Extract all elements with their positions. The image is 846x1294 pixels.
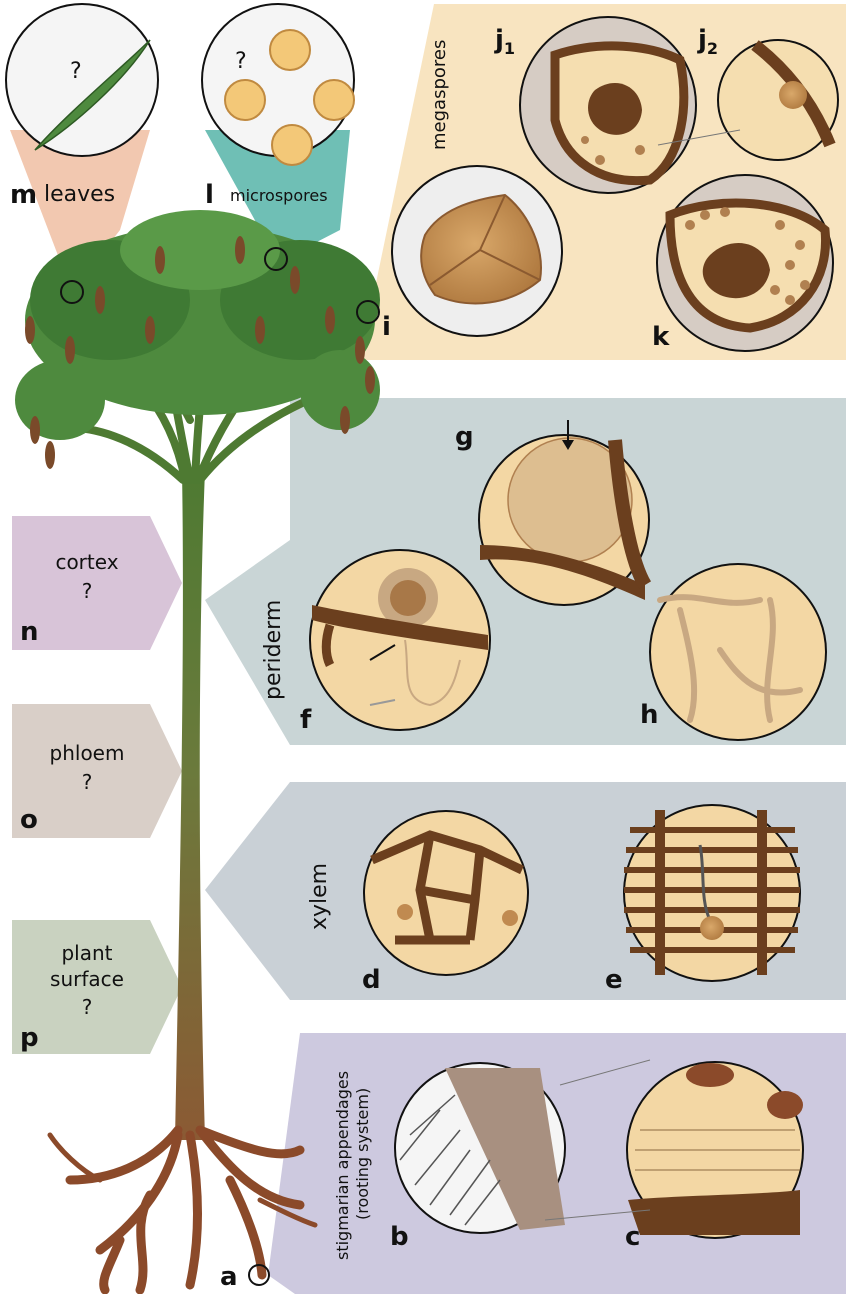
label-xylem: xylem <box>307 863 332 930</box>
leaves-circle <box>6 4 158 156</box>
label-q-surface: ? <box>82 995 93 1019</box>
label-microspores: microspores <box>230 186 328 205</box>
label-i: i <box>382 312 391 342</box>
label-q-cortex: ? <box>82 579 93 603</box>
label-k: k <box>652 322 670 352</box>
label-plant: plant <box>61 941 112 965</box>
label-megaspores: megaspores <box>429 40 450 150</box>
label-periderm: periderm <box>261 600 286 700</box>
megaspore-circle-i <box>392 166 562 336</box>
label-f: f <box>300 705 312 735</box>
label-m: m <box>10 180 37 210</box>
label-stigmarian-1: stigmarian appendages <box>333 1071 352 1260</box>
label-n: n <box>20 617 39 647</box>
label-c: c <box>625 1222 640 1252</box>
rooting-circle-c <box>627 1062 803 1238</box>
label-surface: surface <box>50 967 124 991</box>
periderm-circle-f <box>310 550 490 730</box>
label-g: g <box>455 422 474 452</box>
xylem-circle-e <box>624 805 800 981</box>
label-q-leaves: ? <box>70 59 82 84</box>
label-b: b <box>390 1222 409 1252</box>
label-h: h <box>640 700 659 730</box>
label-stigmarian-2: (rooting system) <box>353 1088 372 1220</box>
label-p: p <box>20 1023 39 1053</box>
xylem-circle-d <box>364 811 528 975</box>
rooting-circle-b <box>395 1063 565 1233</box>
periderm-circle-h <box>650 564 826 740</box>
megaspore-circle-j1 <box>520 17 696 193</box>
label-d: d <box>362 965 381 995</box>
label-phloem: phloem <box>50 741 125 765</box>
label-leaves: leaves <box>44 182 115 207</box>
megaspore-circle-j2 <box>718 40 838 160</box>
label-a: a <box>220 1262 238 1292</box>
label-e: e <box>605 965 623 995</box>
label-q-micro: ? <box>235 49 247 74</box>
label-o: o <box>20 805 38 835</box>
label-q-phloem: ? <box>82 770 93 794</box>
label-l: l <box>205 180 214 210</box>
megaspore-circle-k <box>657 175 833 351</box>
label-cortex: cortex <box>55 550 118 574</box>
